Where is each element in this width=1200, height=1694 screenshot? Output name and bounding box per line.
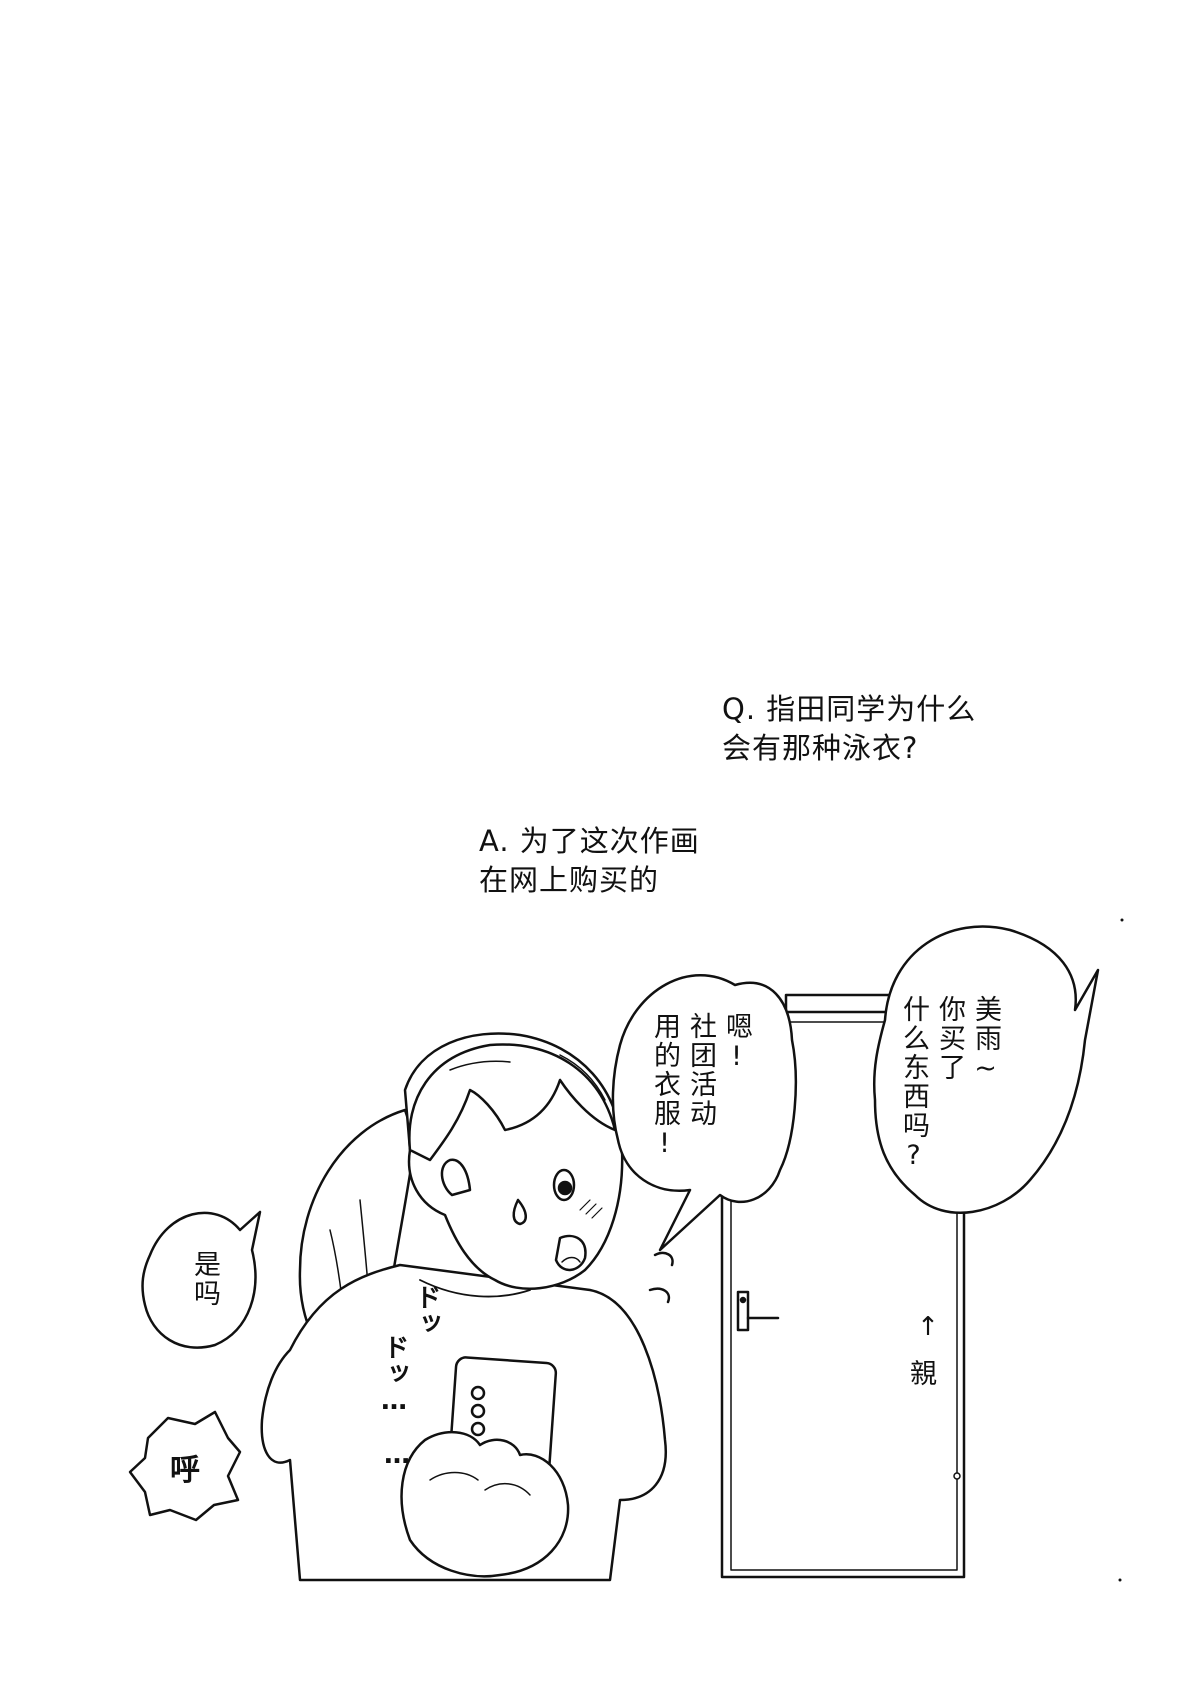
door-label-text: 親 bbox=[910, 1359, 937, 1390]
sfx-heartbeat-col-1: ドッ bbox=[411, 1284, 441, 1336]
answer-caption: A. 为了这次作画 在网上购买的 bbox=[479, 822, 700, 900]
sweat-drop bbox=[512, 1198, 527, 1226]
bubble-right-line-1: 美雨~ bbox=[970, 995, 1001, 1086]
question-caption: Q. 指田同学为什么 会有那种泳衣? bbox=[722, 690, 976, 768]
bubble-left-text: 嗯! 社团活动 用的衣服! bbox=[646, 1012, 754, 1212]
girl-ear bbox=[440, 1158, 472, 1197]
bubble-right-line-3: 什么东西吗? bbox=[898, 995, 929, 1173]
bubble-right-line-2: 你买了 bbox=[934, 995, 965, 1082]
girl-mouth bbox=[554, 1234, 587, 1272]
door-label: ↑ bbox=[910, 1312, 946, 1344]
bubble-right-shape bbox=[872, 925, 1100, 1214]
bubble-left-line-1: 嗯! bbox=[721, 1012, 752, 1074]
bubble-small-shape bbox=[141, 1210, 262, 1349]
question-line-1: Q. 指田同学为什么 bbox=[722, 692, 977, 726]
answer-line-1: A. 为了这次作画 bbox=[479, 824, 700, 858]
door-label-arrow: ↑ bbox=[913, 1312, 943, 1344]
question-line-2: 会有那种泳衣? bbox=[722, 731, 919, 765]
answer-line-2: 在网上购买的 bbox=[479, 863, 660, 897]
girl-hair bbox=[408, 1043, 617, 1162]
girl-hands bbox=[400, 1430, 570, 1578]
bubble-small-text: 是吗 bbox=[189, 1250, 220, 1308]
bubble-shout-text: 呼 bbox=[170, 1453, 200, 1488]
sfx-heartbeat-col-2: ドッ… bbox=[379, 1334, 409, 1416]
door-handle bbox=[736, 1290, 780, 1332]
bubble-shout-shape bbox=[128, 1410, 242, 1522]
bubble-right-text: 美雨~ 你买了 什么东西吗? bbox=[895, 995, 1003, 1220]
sfx-heartbeat-col-3: … bbox=[382, 1440, 412, 1470]
girl-blush bbox=[579, 1199, 603, 1219]
bubble-left-shape bbox=[611, 974, 798, 1252]
bubble-left-line-3: 用的衣服! bbox=[649, 1012, 680, 1161]
bubble-left-line-2: 社团活动 bbox=[685, 1012, 716, 1128]
